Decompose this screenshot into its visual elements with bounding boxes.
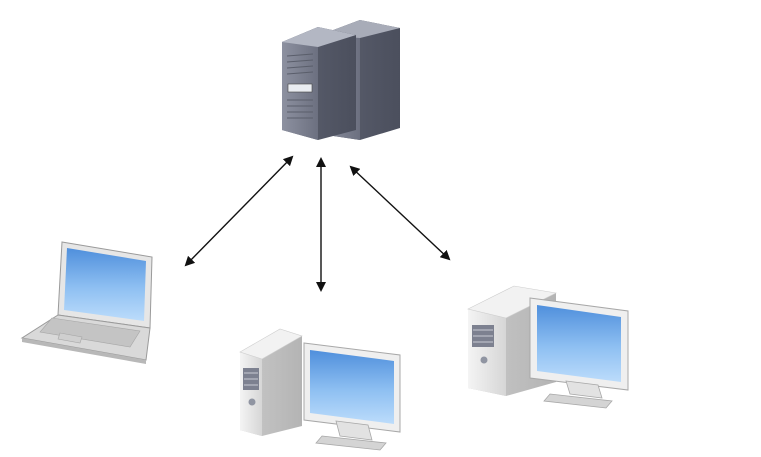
server-unit-left [282,27,356,140]
server-rack-icon [282,20,400,140]
connection-arrows [184,155,451,292]
arrow-server-laptop [184,155,294,267]
arrow-server-right-desktop [349,165,451,261]
desktop-computer-icon-right [467,285,629,409]
monitor-icon [529,297,629,409]
monitor-icon [303,342,401,451]
laptop-icon [20,241,153,364]
tower-case-icon [239,328,303,436]
desktop-computer-icon-center [239,328,401,451]
